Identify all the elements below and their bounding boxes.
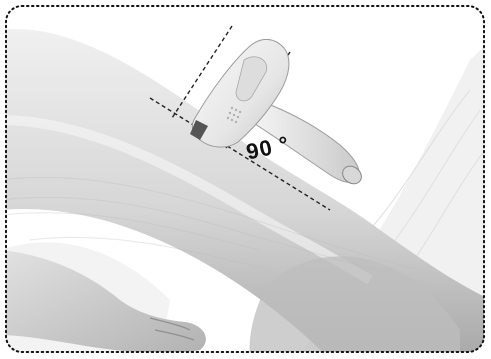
illustration-frame: 90 ° [0,0,491,359]
leg-and-device-illustration [0,0,491,359]
